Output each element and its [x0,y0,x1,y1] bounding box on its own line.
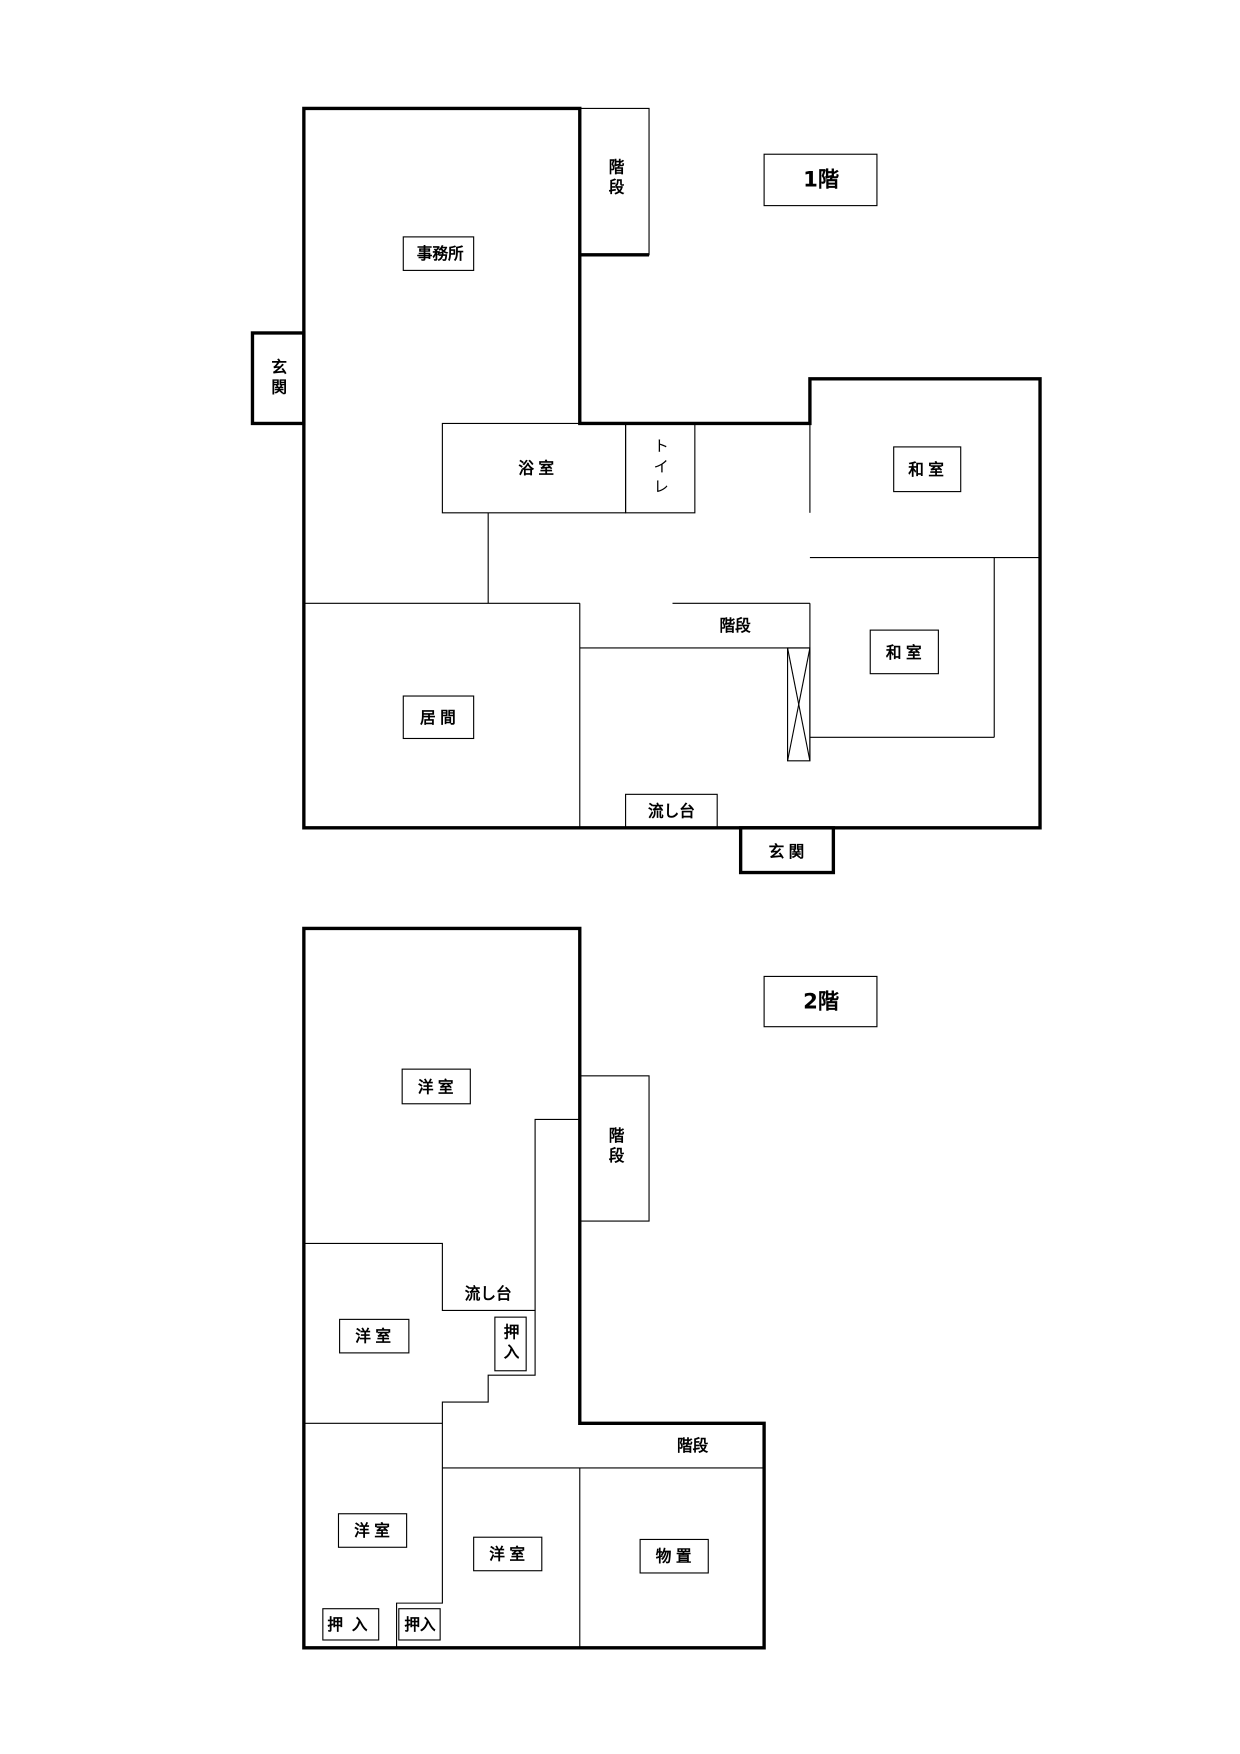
floor-2-outer-wall [302,926,766,1650]
closet-x-line [787,647,811,761]
office-label: 事務所 [417,244,464,263]
storage-label-box [639,1538,709,1574]
western-top-label-box [401,1068,471,1105]
western-mid-label-box [339,1318,410,1354]
inner-wall [396,1310,536,1648]
entrance-left-box [250,331,306,426]
floor-1-title: 1階 [803,167,839,192]
washitsu-upper-label: 和室 [908,460,948,479]
western-lower-left-label: 洋室 [354,1521,394,1540]
stairs-side-label: 階段 [606,1127,625,1167]
closet-right-label: 押入 [404,1615,436,1634]
floor-2-plan: 2階 洋室 階段 流し台 押入 階段 洋室 洋室 洋室 物置 押入 押入 [302,926,878,1650]
western-top-label: 洋室 [418,1078,458,1097]
living-label: 居間 [420,708,460,727]
stairs-side-box [579,1075,650,1222]
closet-mid-box [494,1316,527,1372]
washitsu-lower-label: 和室 [886,643,926,662]
storage-label: 物置 [656,1547,696,1566]
stairs-top-label: 階段 [606,158,625,198]
floor-1-title-box [763,153,878,207]
floor-2-title: 2階 [803,990,839,1015]
sink-label: 流し台 [648,802,695,821]
entrance-bottom-label: 玄関 [769,842,809,861]
western-lower-left-label-box [337,1513,408,1548]
washitsu-lower-label-box [869,629,939,675]
closet-mid-label: 押入 [501,1323,520,1364]
stairs-mid-label: 階段 [719,616,751,635]
closet-left-box [322,1608,380,1641]
western-lower-center-label-box [473,1536,543,1572]
office-label-box [402,236,475,271]
sink-label-2f: 流し台 [465,1284,512,1303]
western-lower-center-label: 洋室 [489,1544,529,1563]
sink-box [625,793,718,829]
toilet-room [625,422,696,514]
living-label-box [402,695,475,740]
bath-label: 浴室 [518,459,558,478]
closet-right-box [398,1608,441,1641]
toilet-label: トイレ [651,438,670,498]
closet-left-label: 押入 [327,1615,376,1634]
stairs-bottom-label: 階段 [677,1436,709,1455]
entrance-bottom-box [738,826,836,875]
floor-2-title-box [763,975,878,1028]
western-mid-label: 洋室 [355,1327,395,1346]
inner-wall [303,1118,580,1311]
washitsu-upper-label-box [893,446,962,493]
floor-1-plan: 階段 1階 事務所 玄関 浴室 トイレ 和室 階段 和室 居間 流し台 [250,106,1042,875]
closet-x-box [787,647,811,762]
entrance-left-label: 玄関 [269,357,288,398]
